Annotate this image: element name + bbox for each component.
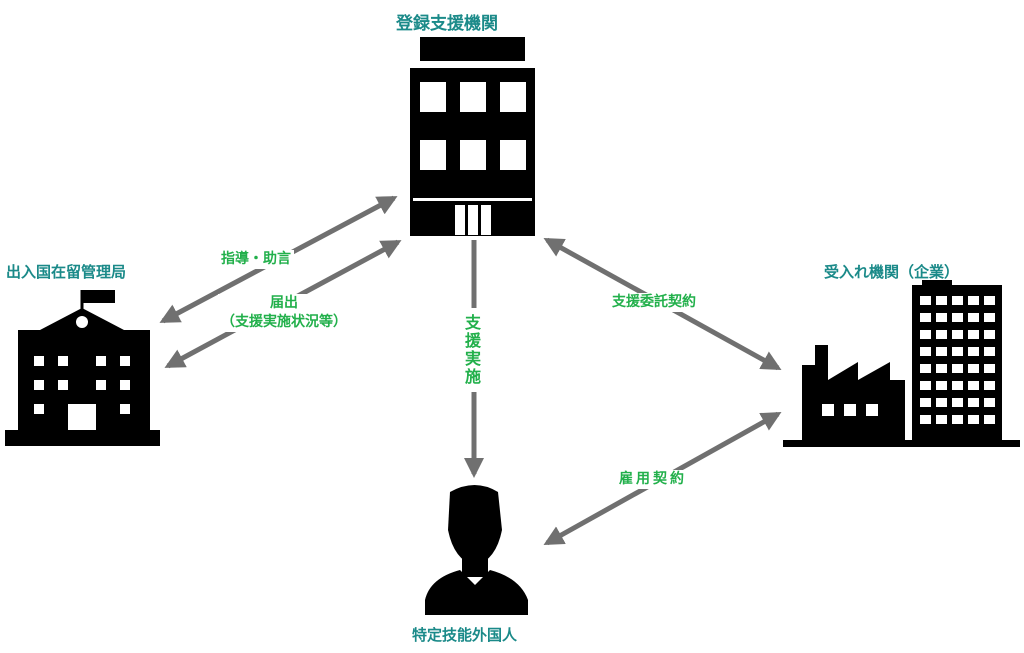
person-icon	[425, 485, 528, 615]
employer-label: 受入れ機関（企業）	[824, 263, 960, 281]
support-org-label: 登録支援機関	[396, 14, 498, 34]
employment-contract-label: 雇用契約	[616, 470, 690, 489]
report-label-line1: 届出	[270, 295, 298, 311]
report-label: 届出 （支援実施状況等）	[218, 294, 350, 332]
factory-icon	[783, 280, 1020, 447]
office-tower-icon	[912, 285, 1002, 440]
support-contract-label: 支援委託契約	[609, 293, 699, 312]
report-label-line2: （支援実施状況等）	[221, 314, 347, 330]
support-label: 支援実施	[462, 308, 481, 392]
government-building-icon	[5, 290, 160, 446]
guidance-label: 指導・助言	[218, 250, 294, 269]
worker-label: 特定技能外国人	[412, 626, 518, 644]
immigration-label: 出入国在留管理局	[6, 263, 127, 281]
office-building-icon	[410, 37, 535, 236]
